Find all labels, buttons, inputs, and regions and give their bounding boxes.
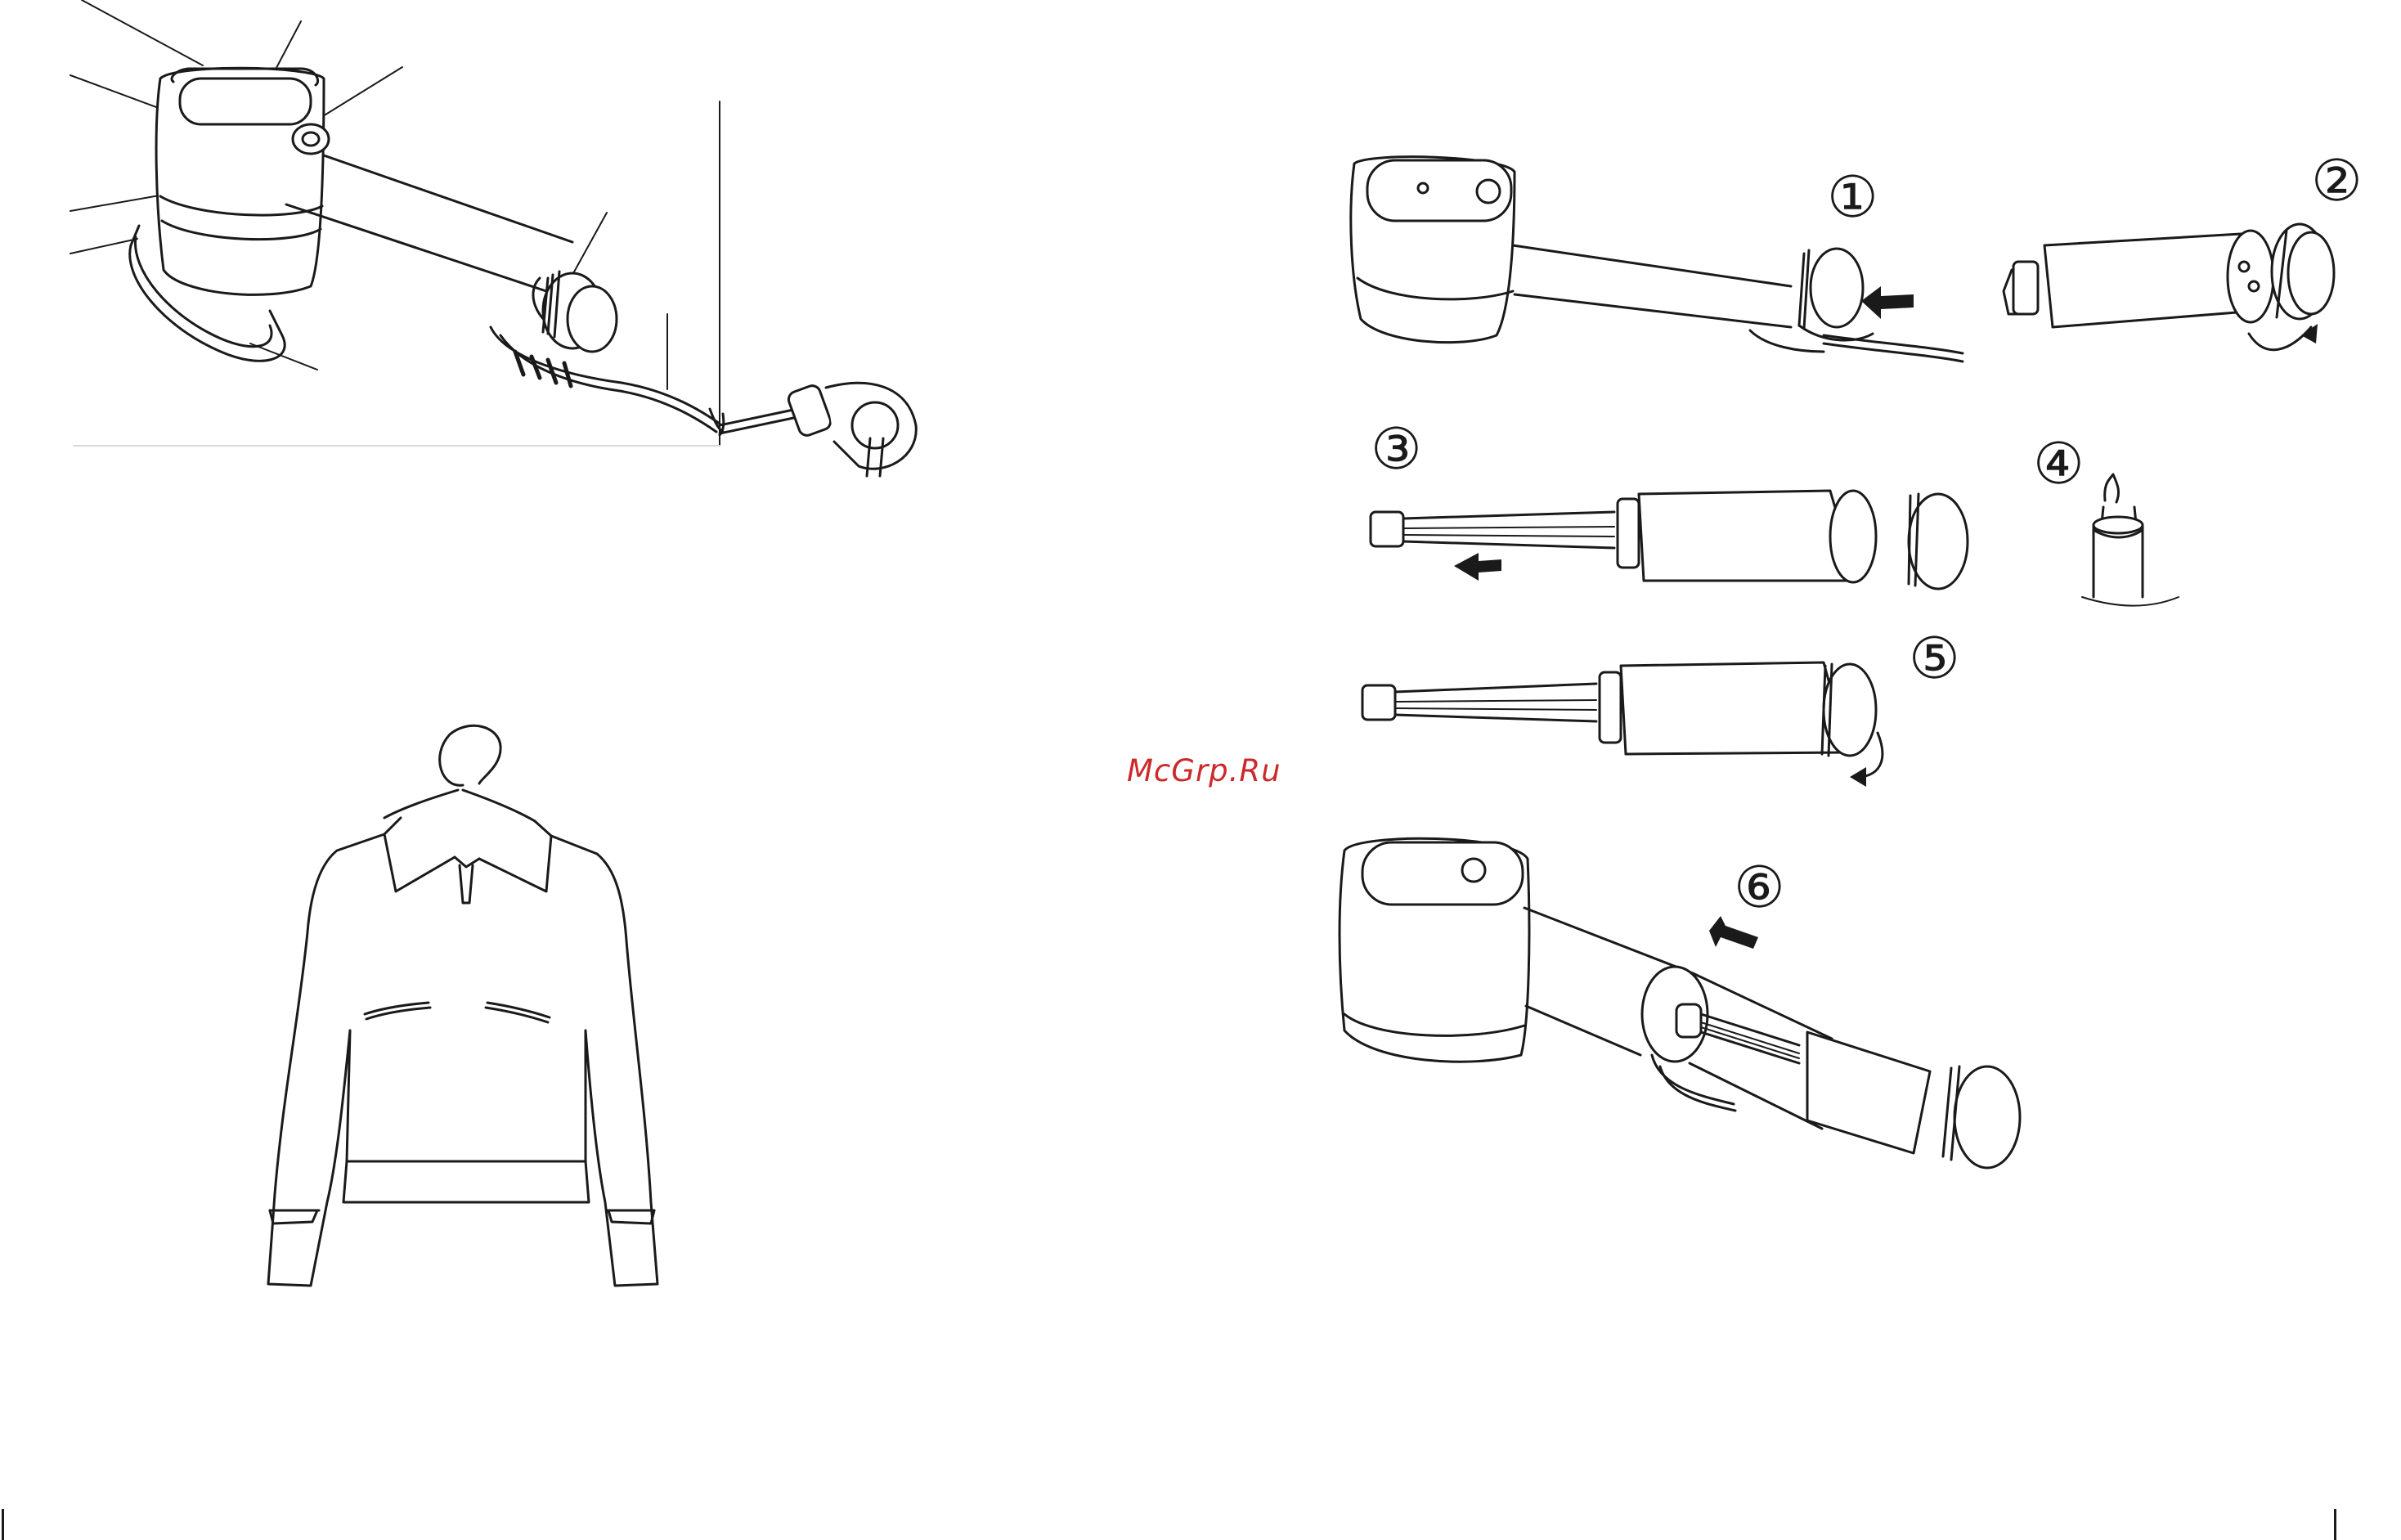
arrow-icon [1709, 916, 1758, 949]
rotate-arrow-icon [2301, 324, 2318, 343]
crop-mark-right [2334, 1509, 2336, 1540]
step-number-2: ② [2311, 152, 2363, 209]
arrow-icon [1454, 553, 1501, 581]
step-6-illustration [1340, 838, 2020, 1168]
rotate-arrow-icon [1850, 767, 1866, 787]
step-5-illustration [1362, 662, 1883, 777]
watermark-text: McGrp.Ru [1127, 753, 1281, 788]
step-number-4: ④ [2033, 435, 2085, 492]
step-number-3: ③ [1371, 420, 1422, 478]
step-4-illustration [2082, 474, 2179, 606]
step-3-illustration [1371, 491, 1968, 589]
step-number-1: ① [1827, 168, 1878, 226]
step-number-5: ⑤ [1909, 630, 1960, 687]
step-number-6: ⑥ [1734, 859, 1785, 916]
arrow-icon [1861, 286, 1914, 319]
crop-mark-left [2, 1509, 4, 1540]
step-2-illustration [2004, 224, 2334, 350]
